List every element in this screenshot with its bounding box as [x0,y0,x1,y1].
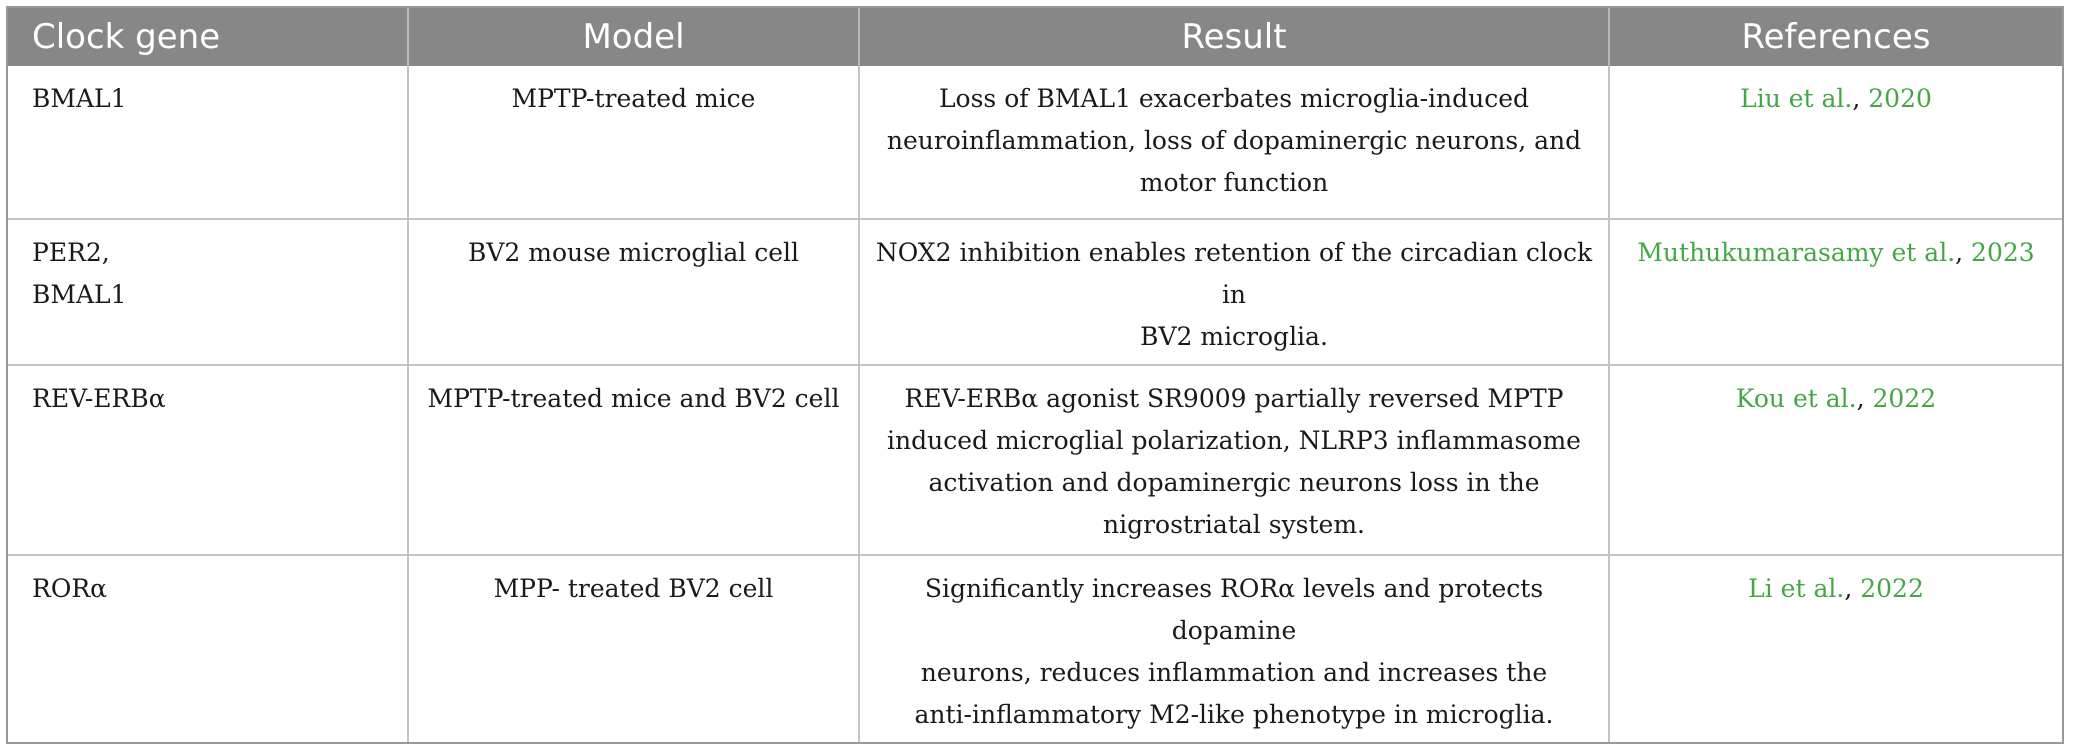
result-line: neurons, reduces inflammation and increa… [920,658,1548,687]
header-references: References [1609,8,2062,66]
cell-result: Loss of BMAL1 exacerbates microglia-indu… [859,66,1610,219]
table-row: PER2, BMAL1 BV2 mouse microglial cell NO… [8,218,2062,365]
gene-line: RORα [32,574,108,603]
reference-separator: , [1955,238,1972,267]
clock-gene-table-container: Clock gene Model Result References BMAL1… [6,6,2064,744]
cell-references: Li et al., 2022 [1609,554,2062,742]
reference-authors-link[interactable]: Muthukumarasamy et al. [1637,238,1956,267]
cell-clock-gene: REV-ERBα [8,364,409,555]
result-line: Significantly increases RORα levels and … [924,574,1544,645]
header-model: Model [408,8,860,66]
reference-separator: , [1852,84,1869,113]
cell-model: MPTP-treated mice and BV2 cell [408,364,860,555]
header-result: Result [859,8,1610,66]
result-line: motor function [1139,168,1329,197]
reference-authors-link[interactable]: Kou et al. [1735,384,1857,413]
table-row: REV-ERBα MPTP-treated mice and BV2 cell … [8,364,2062,555]
reference-year-link[interactable]: 2020 [1868,84,1932,113]
gene-line: PER2, [32,238,110,267]
result-line: anti-inflammatory M2-like phenotype in m… [914,700,1554,729]
table-row: RORα MPP- treated BV2 cell Significantly… [8,554,2062,742]
gene-line: REV-ERBα [32,384,166,413]
result-line: BV2 microglia. [1140,322,1328,351]
cell-model: MPP- treated BV2 cell [408,554,860,742]
header-clock-gene: Clock gene [8,8,409,66]
cell-result: NOX2 inhibition enables retention of the… [859,218,1610,365]
result-line: neuroinflammation, loss of dopaminergic … [886,126,1582,155]
cell-references: Muthukumarasamy et al., 2023 [1609,218,2062,365]
clock-gene-table: Clock gene Model Result References BMAL1… [8,8,2062,742]
reference-authors-link[interactable]: Liu et al. [1740,84,1853,113]
result-line: REV-ERBα agonist SR9009 partially revers… [904,384,1564,413]
cell-model: BV2 mouse microglial cell [408,218,860,365]
cell-clock-gene: PER2, BMAL1 [8,218,409,365]
table-row: BMAL1 MPTP-treated mice Loss of BMAL1 ex… [8,66,2062,219]
reference-year-link[interactable]: 2022 [1872,384,1937,413]
cell-references: Liu et al., 2020 [1609,66,2062,219]
cell-clock-gene: BMAL1 [8,66,409,219]
result-line: Loss of BMAL1 exacerbates microglia-indu… [938,84,1530,113]
reference-year-link[interactable]: 2023 [1971,238,2035,267]
gene-line: BMAL1 [32,84,127,113]
cell-model: MPTP-treated mice [408,66,860,219]
cell-clock-gene: RORα [8,554,409,742]
result-line: induced microglial polarization, NLRP3 i… [887,426,1581,455]
result-line: NOX2 inhibition enables retention of the… [875,238,1593,309]
reference-separator: , [1856,384,1873,413]
result-line: activation and dopaminergic neurons loss… [928,468,1540,497]
cell-result: Significantly increases RORα levels and … [859,554,1610,742]
gene-line: BMAL1 [32,280,127,309]
reference-separator: , [1844,574,1861,603]
reference-authors-link[interactable]: Li et al. [1748,574,1845,603]
cell-references: Kou et al., 2022 [1609,364,2062,555]
cell-result: REV-ERBα agonist SR9009 partially revers… [859,364,1610,555]
table-header-row: Clock gene Model Result References [8,8,2062,66]
reference-year-link[interactable]: 2022 [1860,574,1924,603]
result-line: nigrostriatal system. [1103,510,1365,539]
